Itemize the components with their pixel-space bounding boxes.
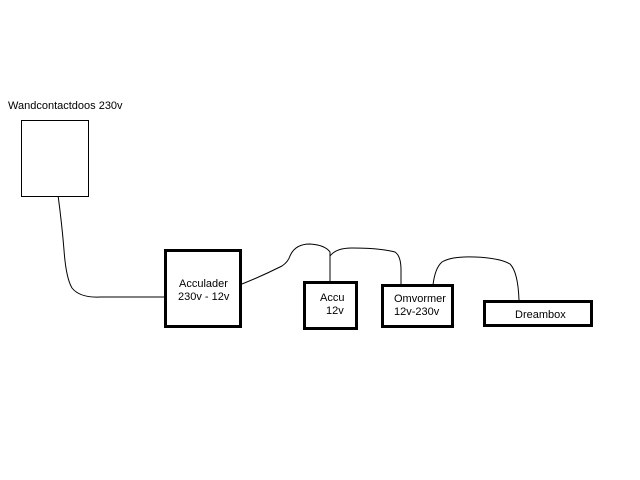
charger-label-line1: Acculader: [179, 278, 228, 290]
cable-battery-to-inverter: [329, 247, 402, 285]
dreambox-box: Dreambox: [483, 300, 593, 327]
outlet-label: Wandcontactdoos 230v: [8, 100, 123, 112]
inverter-label-line2: 12v-230v: [394, 306, 440, 318]
battery-label-line1: Accu: [320, 292, 345, 304]
cable-charger-to-battery: [241, 243, 331, 285]
charger-box: Acculader 230v - 12v: [164, 249, 242, 328]
inverter-label-line1: Omvormer: [394, 293, 446, 305]
cable-inverter-to-dreambox: [432, 256, 520, 301]
battery-label-line2: 12v: [326, 305, 344, 317]
dreambox-label: Dreambox: [515, 309, 566, 321]
charger-label-line2: 230v - 12v: [178, 291, 230, 303]
wall-outlet: [21, 120, 89, 197]
inverter-box: Omvormer 12v-230v: [381, 284, 454, 328]
battery-box: Accu 12v: [303, 281, 358, 330]
